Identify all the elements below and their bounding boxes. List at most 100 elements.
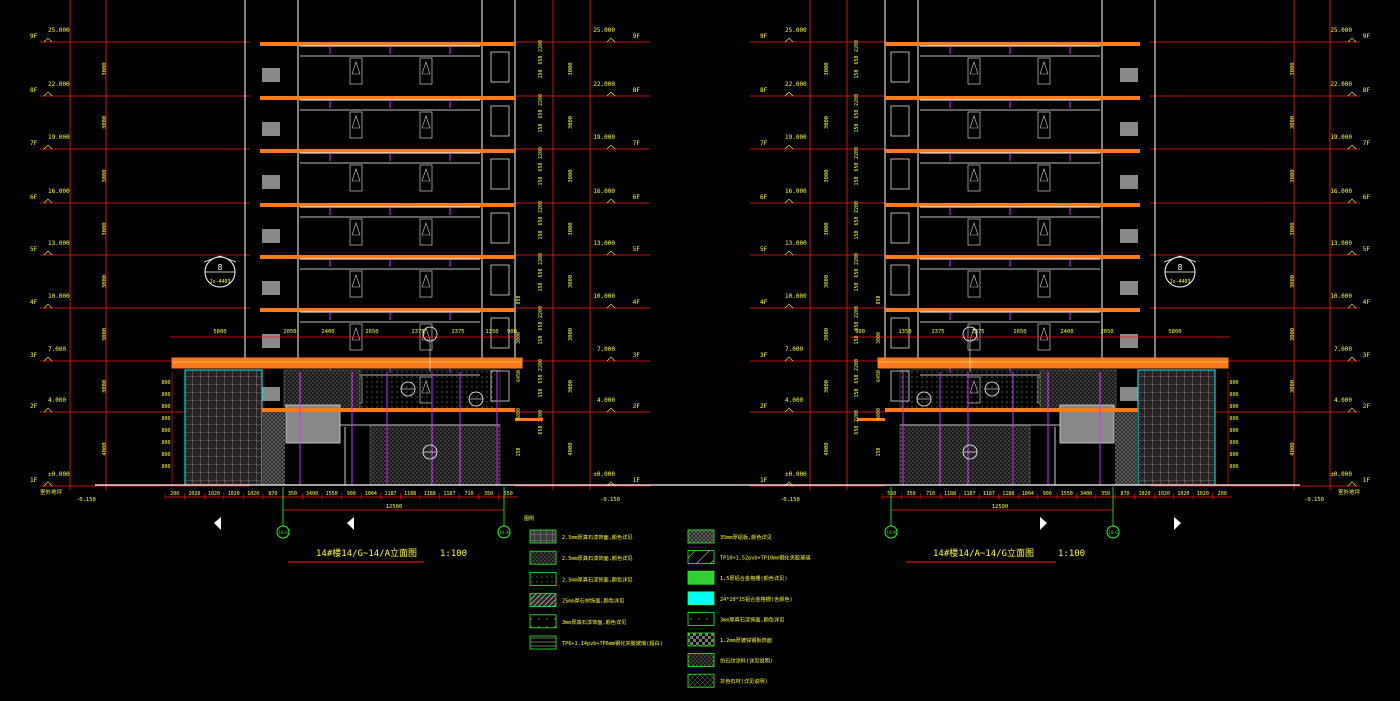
floor-slab: [885, 149, 1140, 153]
window-dim: 650: [854, 374, 860, 383]
level-marker: [1347, 356, 1357, 362]
window-mullion: [351, 222, 361, 236]
level-marker: [1347, 407, 1357, 413]
floor-height-dim-right: 4000: [824, 442, 830, 455]
left-axis-bubbles: 14-G 14-A: [276, 487, 511, 539]
balcony-panel: [262, 281, 280, 295]
ground-elevation-right: -0.150: [600, 497, 620, 503]
window-mullion: [1039, 327, 1049, 341]
legend-label: 1.2mm厚镀锌钢板饰面: [720, 636, 772, 644]
window-mullion: [421, 61, 431, 75]
right-callout-ref: Jo-4403: [1169, 279, 1190, 285]
floor-height-dim: 3000: [1290, 62, 1296, 75]
floor-label-right: 7F: [760, 140, 768, 147]
window-mullion: [421, 274, 431, 288]
window-dim: 650: [854, 268, 860, 277]
right-title-scale: 1:100: [1058, 549, 1085, 559]
bottom-dim-text: 350: [1101, 491, 1110, 497]
level-elevation-right: 13.000: [593, 240, 615, 247]
floor-height-dim-right: 3000: [824, 62, 830, 75]
level-elevation-right: 7.000: [785, 346, 803, 353]
bottom-dim-text: 1550: [326, 491, 338, 497]
level-marker: [606, 356, 616, 362]
window-dim: 2200: [854, 40, 860, 52]
stack-dim: 800: [161, 440, 170, 446]
window-dim: 650: [538, 321, 544, 330]
balcony-panel: [1120, 334, 1138, 348]
level-marker: [606, 407, 616, 413]
floor-height-dim-right: 3000: [824, 169, 830, 182]
balcony-panel: [262, 229, 280, 243]
floor-slab: [885, 308, 1140, 312]
left-level-markers: 9F25.0009F25.0008F22.0008F22.0007F19.000…: [30, 27, 640, 503]
window: [967, 218, 981, 246]
window-dim: 2200: [854, 306, 860, 318]
level-marker: [43, 481, 53, 487]
floor-label-right: 3F: [633, 352, 641, 359]
window-dim: 650: [854, 216, 860, 225]
level-elevation-right: 10.000: [785, 293, 807, 300]
detail-callout: [422, 326, 438, 342]
legend-swatch: [687, 570, 715, 585]
stack-dim: 800: [1229, 416, 1238, 422]
facade-panel: [184, 369, 263, 486]
window-dim: 150: [854, 230, 860, 239]
right-stack-dim: 4800: [876, 408, 882, 420]
window-mullion: [351, 168, 361, 182]
legend-swatch: [687, 550, 715, 564]
bottom-dim-text: 1004: [365, 491, 377, 497]
bottom-dim-text: 1020: [228, 491, 240, 497]
floor-label: 2F: [30, 403, 38, 410]
balcony-panel: [262, 175, 280, 189]
legend-heading: 图例: [524, 515, 534, 522]
balcony-panel: [1120, 122, 1138, 136]
floor-label-right: 5F: [760, 246, 768, 253]
storefront-hatch: [899, 369, 1041, 411]
balcony-frame: [490, 264, 510, 296]
window: [349, 270, 363, 298]
floor-height-dim-right: 3000: [568, 275, 574, 288]
legend-swatch: [529, 529, 557, 544]
legend-swatch: [687, 653, 715, 667]
level-elevation: 13.000: [48, 240, 70, 247]
floor-label: 1F: [1363, 477, 1371, 484]
legend-swatch: [687, 673, 715, 688]
floor-label: 6F: [30, 194, 38, 201]
legend-swatch: [529, 593, 557, 607]
window-dim: 2200: [538, 359, 544, 371]
floor-label-right: 1F: [760, 477, 768, 484]
level-elevation: ±0.000: [48, 471, 70, 478]
window-mullion: [1039, 274, 1049, 288]
floor-slab: [260, 42, 515, 46]
window: [419, 111, 433, 139]
right-stack-dim: 3000: [516, 332, 522, 344]
ground-elevation-right: -0.150: [780, 497, 800, 503]
window-mullion: [969, 61, 979, 75]
level-elevation-right: 4.000: [597, 397, 615, 404]
bottom-dim-text: 1187: [443, 491, 455, 497]
stack-dim: 800: [161, 392, 170, 398]
window-dim: 650: [538, 374, 544, 383]
bottom-dim-text: 1188: [424, 491, 436, 497]
legend-label: 1.5厚铝合金格栅(颜色详见): [720, 574, 788, 582]
window: [349, 111, 363, 139]
window-mullion: [421, 115, 431, 129]
level-marker: [43, 250, 53, 256]
window-dim: 150: [538, 230, 544, 239]
balcony-frame: [490, 212, 510, 244]
top-dim-text: 2375: [411, 329, 424, 335]
level-elevation: 25.000: [1330, 27, 1352, 34]
window-mullion: [1039, 222, 1049, 236]
floor-height-dim: 3000: [102, 169, 108, 182]
floor-height-dim-right: 3000: [568, 328, 574, 341]
storefront-hatch: [359, 369, 501, 411]
level-marker: [43, 37, 53, 43]
bottom-dim-text: 870: [1121, 491, 1130, 497]
window-dim: 2200: [854, 253, 860, 265]
floor-height-dim: 3000: [102, 275, 108, 288]
material-legend: 图例 2.5mm厚真石漆饰面,颜色详见2.5mm厚真石漆饰面,颜色详见2.5mm…: [524, 515, 810, 688]
canopy-slab: [877, 357, 1229, 369]
level-marker: [606, 37, 616, 43]
